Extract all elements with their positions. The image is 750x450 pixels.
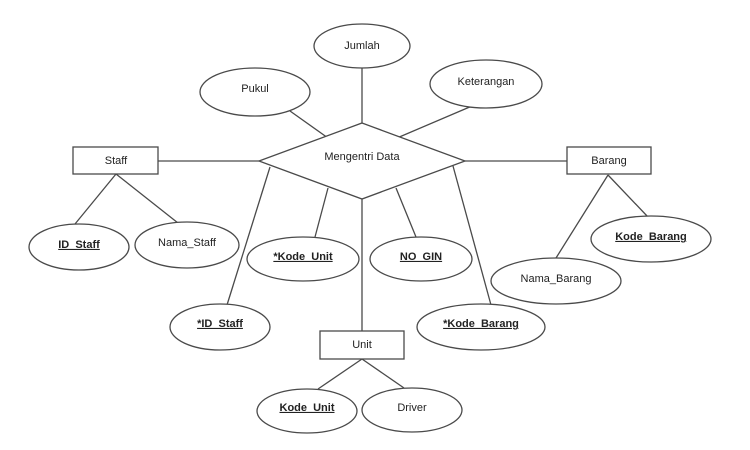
attribute-label: Pukul <box>241 83 269 95</box>
connector-relationship-fk-kode-barang <box>452 165 492 306</box>
attribute-nama-barang: Nama_Barang <box>490 257 622 305</box>
entity-barang: Barang <box>566 146 652 175</box>
attribute-pukul: Pukul <box>199 67 311 117</box>
connector-relationship-no-gin <box>395 187 417 238</box>
connector-relationship-fk-id-staff <box>226 166 271 306</box>
attribute-nama-staff: Nama_Staff <box>134 221 240 269</box>
attribute-label: Nama_Barang <box>521 273 592 285</box>
entity-label: Staff <box>105 155 128 167</box>
connector-relationship-fk-kode-unit <box>314 187 329 238</box>
connector-unit-kode-unit <box>317 358 363 390</box>
connector-keterangan-relationship <box>396 105 473 139</box>
attribute-label: Keterangan <box>458 76 515 88</box>
relationship-label: Mengentri Data <box>324 151 400 163</box>
entity-staff: Staff <box>72 146 159 175</box>
entity-label: Barang <box>591 155 626 167</box>
attribute-fk-kode-unit: *Kode_Unit <box>246 236 360 282</box>
attribute-fk-kode-barang: *Kode_Barang <box>416 303 546 351</box>
attribute-label: ID_Staff <box>58 239 100 251</box>
connector-unit-driver <box>361 358 405 389</box>
attribute-driver: Driver <box>361 387 463 433</box>
attribute-kode-unit: Kode_Unit <box>256 388 358 434</box>
attribute-label: Kode_Barang <box>615 231 687 243</box>
attribute-label: Jumlah <box>344 40 379 52</box>
attribute-label: NO_GIN <box>400 251 442 263</box>
attribute-label: *Kode_Barang <box>443 318 519 330</box>
connector-barang-nama-barang <box>555 174 609 259</box>
entity-unit: Unit <box>319 330 405 360</box>
attribute-no-gin: NO_GIN <box>369 236 473 282</box>
entity-label: Unit <box>352 339 372 351</box>
attribute-label: Driver <box>397 402 427 414</box>
connector-staff-nama-staff <box>115 173 179 224</box>
attribute-kode-barang: Kode_Barang <box>590 215 712 263</box>
attribute-label: *Kode_Unit <box>273 251 333 263</box>
connectors <box>74 68 649 390</box>
attribute-fk-id-staff: *ID_Staff <box>169 303 271 351</box>
attribute-label: Kode_Unit <box>280 402 335 414</box>
attribute-label: Nama_Staff <box>158 237 217 249</box>
connector-staff-id-staff <box>74 173 117 225</box>
attribute-keterangan: Keterangan <box>429 59 543 109</box>
attribute-id-staff: ID_Staff <box>28 223 130 271</box>
attribute-jumlah: Jumlah <box>313 23 411 69</box>
attribute-label: *ID_Staff <box>197 318 243 330</box>
relationship-mengentri-data: Mengentri Data <box>257 122 467 200</box>
connector-pukul-relationship <box>289 110 329 139</box>
connector-barang-kode-barang <box>607 174 649 218</box>
